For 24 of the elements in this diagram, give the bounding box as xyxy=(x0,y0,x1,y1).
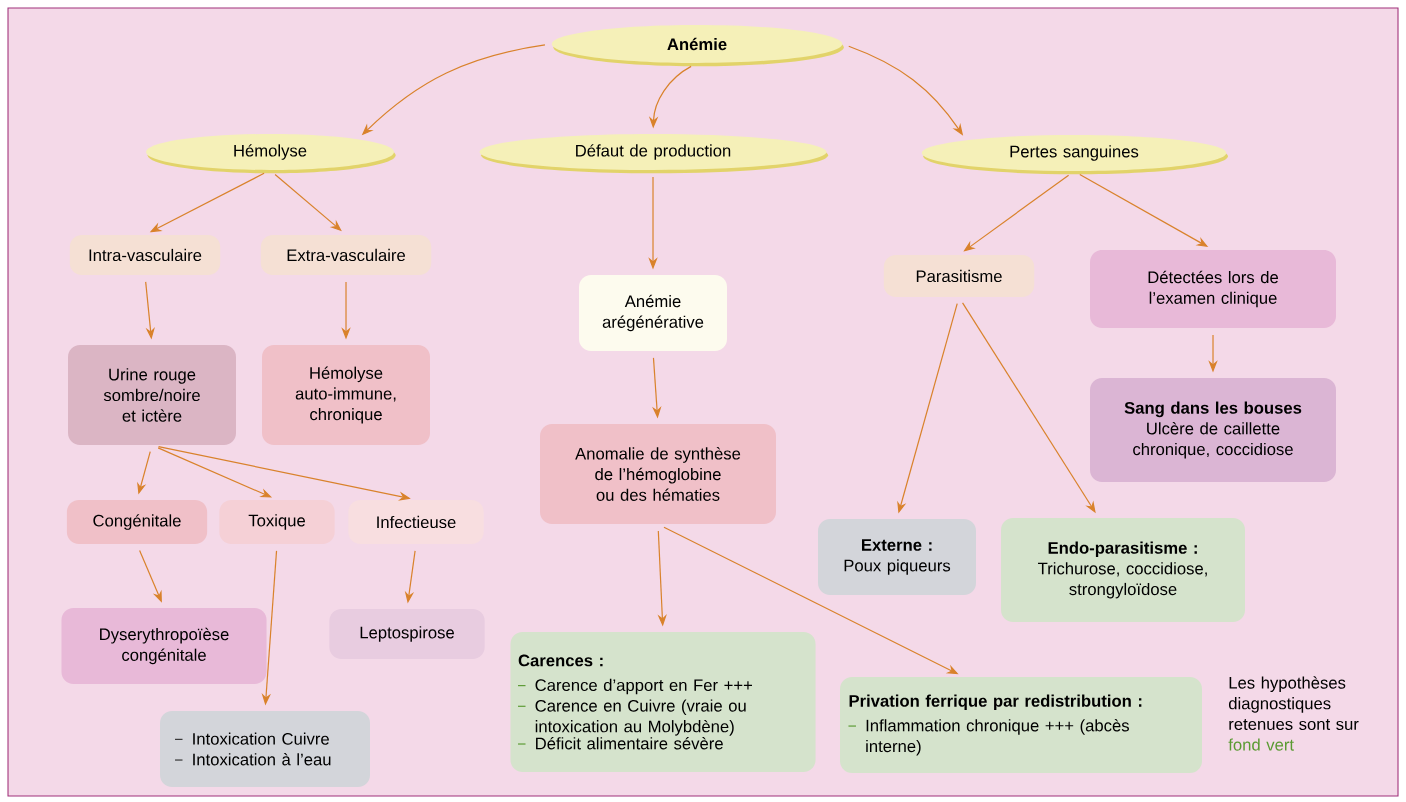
rounded-box: Anémie arégénérative xyxy=(579,275,727,351)
rounded-box: Intoxication Cuivre Intoxication à l’eau xyxy=(160,711,370,787)
rounded-box: Endo-parasitisme : Trichurose, coccidiose, strongyloïdose xyxy=(1001,518,1245,622)
rounded-box: Toxique xyxy=(219,500,335,544)
note-text: Les hypothèses diagnostiques retenues sont sur fond vert xyxy=(1228,676,1359,751)
ellipse-node: Hémolyse xyxy=(146,134,396,174)
rounded-box: Congénitale xyxy=(66,500,208,544)
rounded-box: Leptospirose xyxy=(329,609,485,659)
rounded-box: Sang dans les bouses Ulcère de caillette chronique, coccidiose xyxy=(1090,378,1336,482)
rounded-box: Extra-vasculaire xyxy=(260,235,432,275)
rounded-box: Intra-vasculaire xyxy=(69,235,221,275)
rounded-box: Parasitisme xyxy=(883,255,1035,297)
rounded-box: Anomalie de synthèse de l’hémoglobine ou des hématies xyxy=(540,424,776,524)
rounded-box: Externe : Poux piqueurs xyxy=(818,519,976,595)
ellipse-node: Pertes sanguines xyxy=(921,135,1228,175)
ellipse-node: Défaut de production xyxy=(479,134,829,174)
rounded-box: Urine rouge sombre/noire et ictère xyxy=(68,345,236,445)
rounded-box: Carences : Carence d’apport en Fer +++ Carence en Cuivre (vraie ou intoxication au Molybdène) Déficit alimentaire sévère xyxy=(510,632,816,772)
rounded-box: Dyserythropoïèse congénitale xyxy=(61,608,267,684)
rounded-box: Détectées lors de l’examen clinique xyxy=(1090,250,1336,328)
ellipse-node: Anémie xyxy=(551,25,844,67)
rounded-box: Hémolyse auto-immune, chronique xyxy=(262,345,430,445)
rounded-box: Privation ferrique par redistribution : Inflammation chronique +++ (abcès interne) xyxy=(840,677,1202,773)
rounded-box: Infectieuse xyxy=(348,500,484,544)
